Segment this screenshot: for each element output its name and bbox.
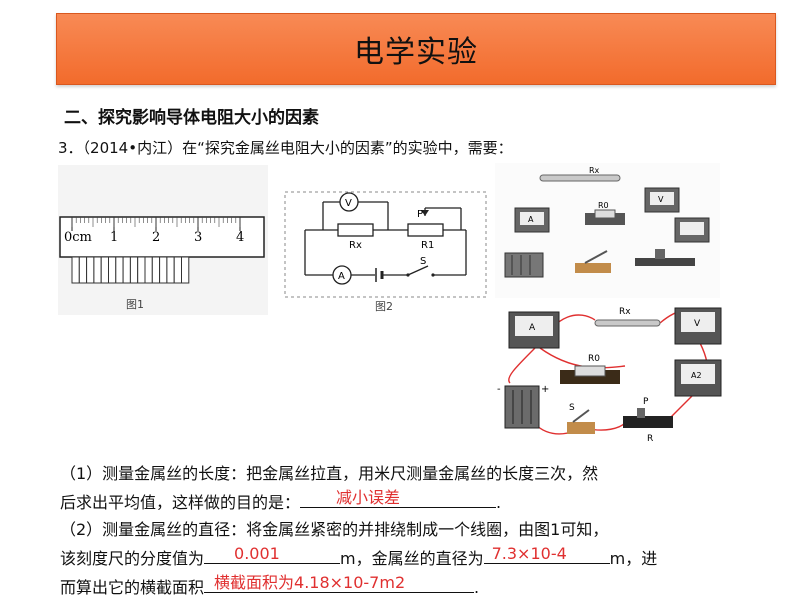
wound-coil: [71, 256, 190, 284]
svg-text:-: -: [497, 384, 501, 395]
ammeter-label: A: [338, 271, 345, 282]
rheostat-icon: [635, 249, 695, 266]
eq-rx-label: Rx: [589, 166, 600, 175]
svg-text:+: +: [541, 384, 549, 395]
r1-label: R1: [421, 240, 434, 251]
answer-blank-area: 横截面积为4.18×10-7m2: [204, 572, 475, 593]
answer-blank-division: 0.001: [204, 543, 341, 564]
ammeter-icon: A: [508, 311, 560, 349]
ammeter-2-icon: A2: [674, 359, 722, 397]
battery-icon: - +: [497, 384, 549, 429]
equipment-connected-circuit: A Rx V R0 A2 - + S P R: [497, 307, 722, 444]
answer-blank-purpose: 减小误差: [300, 487, 497, 508]
voltmeter-symbol: [339, 192, 359, 212]
slider-arrow-icon: [421, 210, 429, 216]
switch-label: S: [420, 256, 426, 267]
svg-text:V: V: [658, 195, 664, 204]
svg-text:P: P: [643, 397, 649, 407]
figure-1-caption: 图1: [126, 298, 144, 311]
svg-text:V: V: [694, 319, 701, 329]
meter-icon: [674, 217, 710, 243]
ruler-tick-label: 4: [236, 230, 244, 245]
meter-icon: V: [644, 187, 680, 213]
battery-icon: [504, 252, 544, 278]
figure-2-caption: 图2: [375, 300, 393, 313]
answer-purpose: 减小误差: [336, 488, 401, 507]
answer-division: 0.001: [234, 544, 280, 563]
svg-text:R0: R0: [588, 354, 600, 364]
question-body: （1）测量金属丝的长度：把金属丝拉直，用米尺测量金属丝的长度三次，然 后求出平均…: [60, 460, 750, 601]
rheostat-icon: P R: [623, 397, 673, 444]
p1-line1: （1）测量金属丝的长度：把金属丝拉直，用米尺测量金属丝的长度三次，然: [60, 464, 599, 483]
p1-line2: 后求出平均值，这样做的目的是：减小误差.: [60, 487, 750, 516]
figure-1-ruler: 0cm 1 2 3 4 图1: [58, 165, 268, 315]
title-bar: 电学实验: [56, 13, 776, 85]
switch-icon: S: [567, 403, 595, 434]
eq-rx-label: Rx: [619, 307, 631, 317]
voltmeter-label: V: [345, 198, 352, 209]
svg-text:R0: R0: [598, 201, 609, 210]
question-stem: 3．（2014•内江）在“探究金属丝电阻大小的因素”的实验中，需要：: [58, 139, 513, 157]
resistor-r1: [407, 223, 444, 237]
answer-area: 横截面积为4.18×10-7m2: [214, 573, 406, 592]
svg-text:A2: A2: [691, 371, 702, 380]
voltmeter-icon: V: [674, 307, 722, 345]
equipment-photos-top: Rx A V R0: [495, 163, 720, 298]
ruler-tick-label: 2: [152, 230, 160, 245]
ruler-tick-label: 3: [194, 230, 202, 245]
answer-blank-diameter: 7.3×10-4: [483, 543, 610, 564]
svg-text:R: R: [647, 434, 653, 444]
answer-diameter: 7.3×10-4: [491, 544, 567, 563]
slide-title: 电学实验: [354, 35, 478, 70]
svg-text:A: A: [528, 215, 534, 224]
resistance-wire-rx: [539, 174, 621, 182]
resistor-r0-icon: R0: [560, 354, 620, 384]
svg-text:A: A: [529, 323, 536, 333]
meter-icon: A: [514, 207, 550, 233]
ruler-tick-label: 1: [110, 230, 118, 245]
ruler-minor-ticks: [71, 217, 241, 227]
switch-icon: [575, 250, 611, 273]
rx-label: Rx: [349, 240, 362, 251]
resistor-r0-icon: R0: [585, 201, 625, 225]
p2-line3: 而算出它的横截面积横截面积为4.18×10-7m2.: [60, 572, 750, 601]
resistance-wire-rx: [594, 319, 661, 327]
p2-line1: （2）测量金属丝的直径：将金属丝紧密的并排绕制成一个线圈，由图1可知，: [60, 520, 609, 539]
ammeter-symbol: [332, 265, 352, 285]
section-subtitle: 二、探究影响导体电阻大小的因素: [64, 108, 319, 128]
svg-text:S: S: [569, 403, 575, 413]
resistor-rx: [337, 223, 374, 237]
ruler-unit-label: 0cm: [64, 230, 92, 245]
slider-label: P: [417, 209, 423, 220]
figure-2-circuit: V A Rx R1 P S 图2: [284, 191, 487, 313]
